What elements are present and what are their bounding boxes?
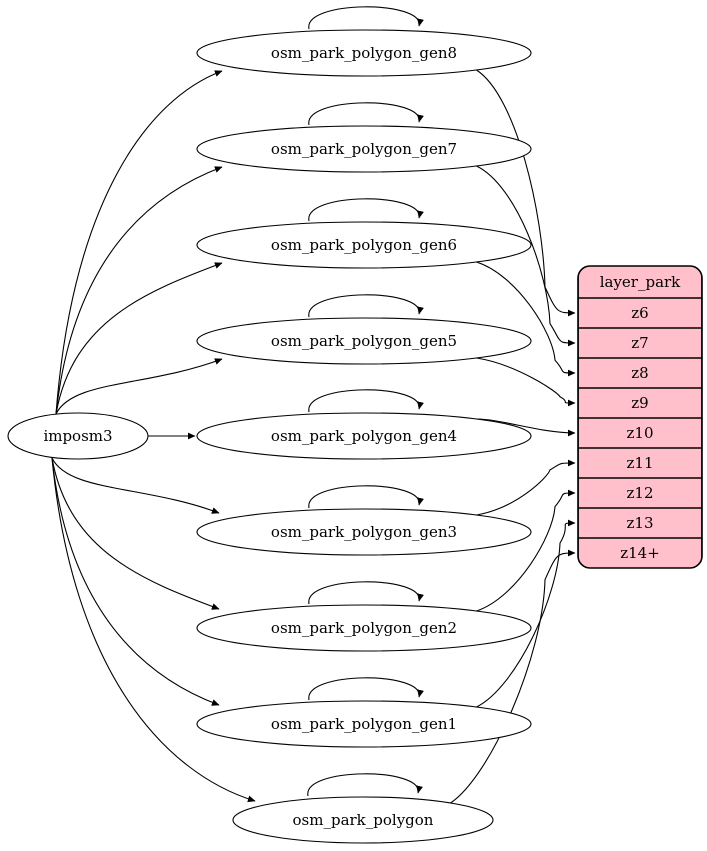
edge-osm_park_polygon_gen6-to-z8 [476, 261, 576, 377]
table-row-z14plus[interactable]: z14+ [620, 544, 660, 562]
self-loop-osm_park_polygon_gen7 [308, 102, 424, 126]
edge-osm_park_polygon_gen4-to-z10 [476, 418, 576, 437]
node-label: osm_park_polygon_gen2 [271, 619, 457, 637]
self-loop-osm_park_polygon [307, 773, 423, 797]
table-header-label: layer_park [600, 273, 681, 291]
self-loop-osm_park_polygon_gen5 [308, 294, 424, 318]
layer-park-table: layer_park z6 z7 z8 z9 z10 z11 z12 z13 z14+ [577, 265, 703, 569]
node-osm_park_polygon_gen6[interactable]: osm_park_polygon_gen6 [196, 221, 532, 269]
edge-imposm3-to-osm_park_polygon_gen2 [51, 457, 220, 610]
node-imposm3[interactable]: imposm3 [7, 412, 149, 460]
table-row-z9[interactable]: z9 [631, 394, 648, 412]
node-label: osm_park_polygon_gen7 [271, 140, 457, 158]
table-outline [577, 265, 703, 569]
self-loop-edges [307, 6, 424, 797]
node-label: osm_park_polygon_gen6 [271, 236, 457, 254]
self-loop-osm_park_polygon_gen6 [308, 198, 424, 222]
edge-osm_park_polygon_gen7-to-z7 [476, 165, 576, 347]
node-label: osm_park_polygon_gen8 [271, 44, 457, 62]
node-osm_park_polygon_gen8[interactable]: osm_park_polygon_gen8 [196, 29, 532, 77]
table-row-z13[interactable]: z13 [627, 514, 654, 532]
self-loop-osm_park_polygon_gen2 [308, 581, 424, 605]
edge-imposm3-to-osm_park_polygon_gen3 [51, 457, 220, 514]
source-node-group: imposm3 [7, 412, 149, 460]
node-label: osm_park_polygon_gen4 [271, 427, 457, 445]
edges-to-layer-park [450, 69, 576, 804]
node-label: osm_park_polygon [293, 811, 434, 829]
node-osm_park_polygon_gen4[interactable]: osm_park_polygon_gen4 [196, 412, 532, 460]
edge-osm_park_polygon_gen5-to-z9 [476, 357, 576, 407]
edge-osm_park_polygon-to-z14plus [450, 549, 576, 804]
edge-osm_park_polygon_gen1-to-z13 [476, 519, 576, 708]
table-row-z12[interactable]: z12 [627, 484, 654, 502]
edge-osm_park_polygon_gen2-to-z12 [476, 489, 576, 612]
table-row-z10[interactable]: z10 [627, 424, 654, 442]
self-loop-osm_park_polygon_gen8 [308, 6, 424, 30]
edge-osm_park_polygon_gen8-to-z6 [476, 69, 576, 317]
node-label: imposm3 [43, 427, 112, 445]
node-label: osm_park_polygon_gen1 [271, 715, 457, 733]
edge-imposm3-to-osm_park_polygon_gen5 [55, 358, 223, 415]
process-nodes: osm_park_polygon_gen8 osm_park_polygon_ge… [196, 29, 532, 844]
self-loop-osm_park_polygon_gen1 [308, 677, 424, 701]
self-loop-osm_park_polygon_gen4 [308, 389, 424, 413]
table-row-z8[interactable]: z8 [631, 364, 648, 382]
node-label: osm_park_polygon_gen3 [271, 523, 457, 541]
edge-imposm3-to-osm_park_polygon_gen7 [55, 166, 223, 415]
node-label: osm_park_polygon_gen5 [271, 332, 457, 350]
edge-osm_park_polygon_gen3-to-z11 [476, 459, 576, 516]
edge-imposm3-to-osm_park_polygon_gen8 [55, 70, 223, 415]
node-osm_park_polygon_gen7[interactable]: osm_park_polygon_gen7 [196, 125, 532, 173]
node-osm_park_polygon_gen3[interactable]: osm_park_polygon_gen3 [196, 508, 532, 556]
table-row-z7[interactable]: z7 [631, 334, 648, 352]
self-loop-osm_park_polygon_gen3 [308, 485, 424, 509]
edge-imposm3-to-osm_park_polygon_gen6 [55, 262, 223, 415]
node-osm_park_polygon[interactable]: osm_park_polygon [232, 796, 494, 844]
node-osm_park_polygon_gen1[interactable]: osm_park_polygon_gen1 [196, 700, 532, 748]
table-row-z6[interactable]: z6 [631, 304, 648, 322]
node-osm_park_polygon_gen2[interactable]: osm_park_polygon_gen2 [196, 604, 532, 652]
edge-imposm3-to-osm_park_polygon [51, 457, 256, 803]
edge-imposm3-to-osm_park_polygon_gen1 [51, 457, 220, 706]
table-row-z11[interactable]: z11 [627, 454, 654, 472]
table-body [578, 266, 702, 568]
node-osm_park_polygon_gen5[interactable]: osm_park_polygon_gen5 [196, 317, 532, 365]
edges-from-imposm3 [51, 70, 256, 803]
